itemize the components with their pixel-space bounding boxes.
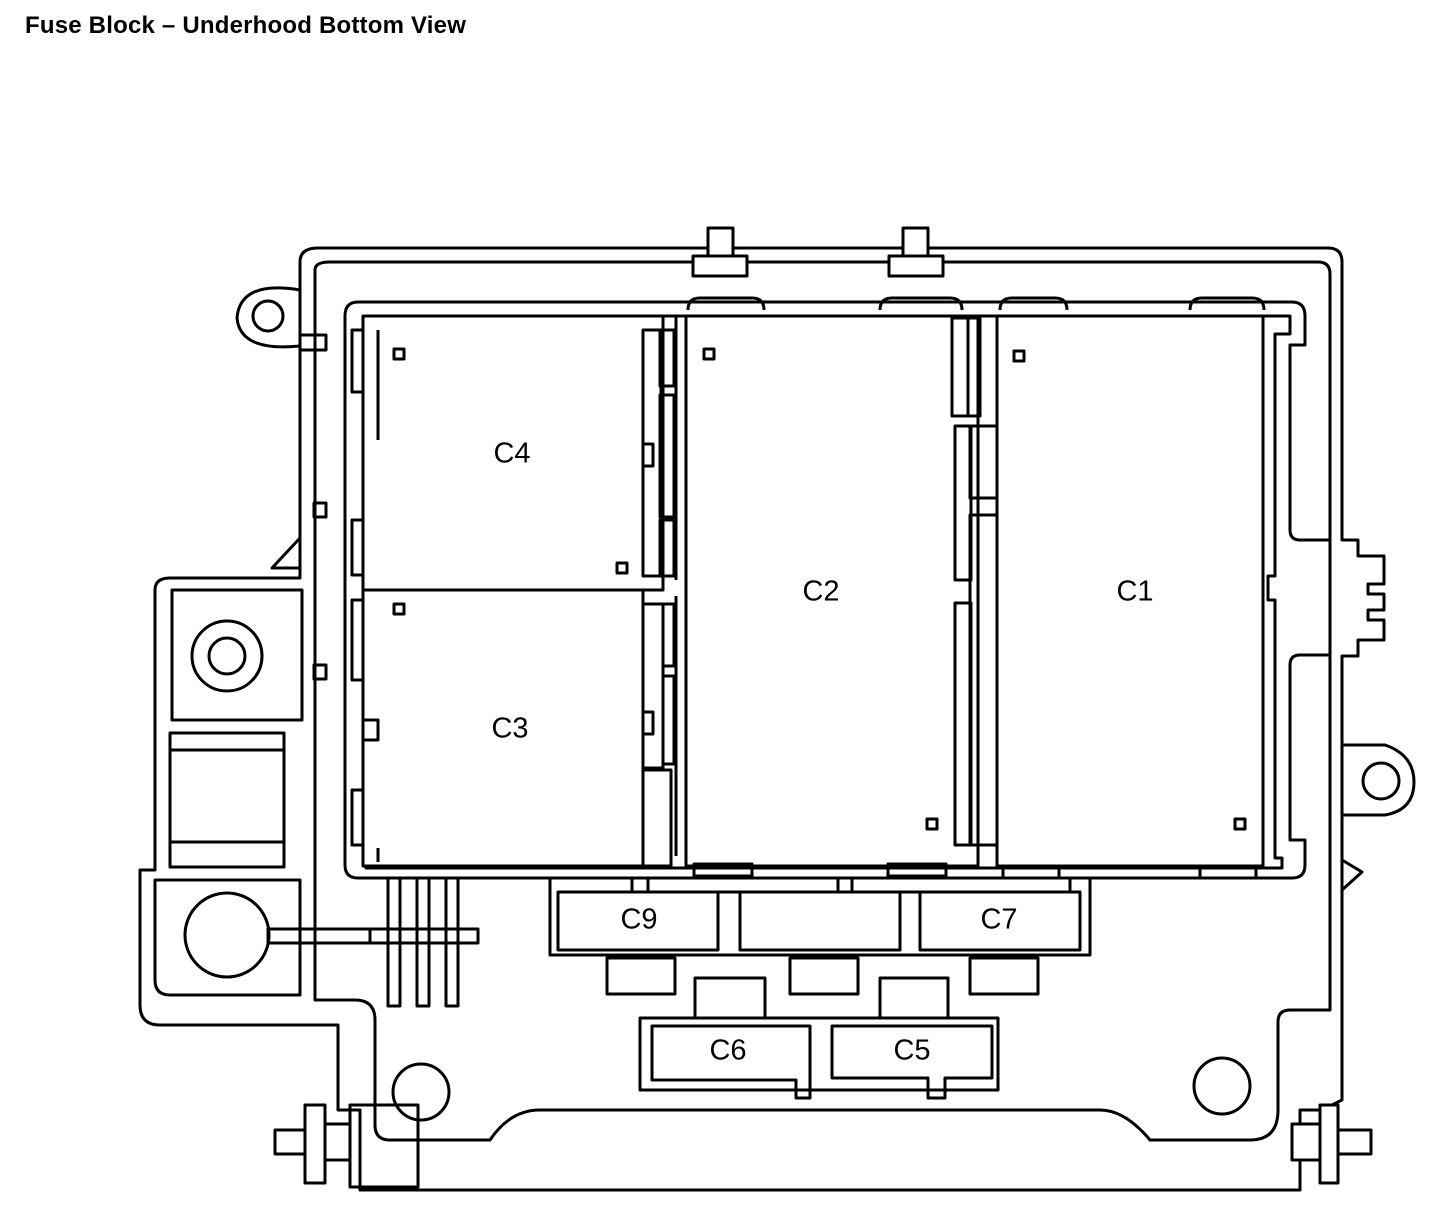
bottom-right-stud [1290,1103,1373,1185]
c3-c4-latches [641,328,676,868]
tray-top-lock-tabs [686,296,1266,311]
lower-connector-housing [548,876,1092,957]
left-locking-tabs [350,328,366,847]
left-stud-inner [207,636,247,676]
left-block-outer [168,731,286,869]
top-tab-right-base [887,254,945,278]
label-c6: C6 [709,1035,746,1067]
left-block-inner [168,748,286,844]
c2-marker-1 [702,347,716,361]
label-c5: C5 [893,1035,930,1067]
top-tab-left-post [706,226,735,258]
top-left-mounting-ear [235,286,301,349]
lower-housing-dividers [630,878,1072,894]
right-mounting-ear [1342,743,1416,817]
bottom-left-mounting-hole [391,1062,451,1122]
c4-marker-2 [615,561,629,575]
left-bracket-frame [170,588,304,722]
label-c3: C3 [491,713,528,745]
right-mounting-hole [1361,761,1401,801]
c2-marker-2 [925,817,939,831]
label-c4: C4 [493,438,530,470]
label-c9: C9 [620,904,657,936]
connector-tray [343,300,1332,880]
tray-inner [364,314,1292,870]
c4-marker-1 [392,347,406,361]
label-c2: C2 [802,576,839,608]
c3-marker [392,602,406,616]
connector-c9 [556,890,720,952]
housing-inner-outline [313,260,1332,1142]
connector-c8-unlabeled [738,890,902,952]
ground-strap [266,927,480,945]
connector-c2 [684,314,980,868]
wall-tab-1 [312,501,328,519]
connector-c7 [918,890,1082,952]
top-left-mounting-hole [251,299,285,333]
left-stud-outer [190,619,264,693]
top-left-latch [300,333,328,352]
bottom-connector-stub-left [693,976,767,1020]
c1-marker-1 [1012,349,1026,363]
bottom-connector-housing [638,1016,1000,1092]
connector-c5 [830,1024,994,1100]
left-lower-pocket [153,878,302,997]
top-tab-right-post [901,226,930,258]
tray-bottom-lock-tabs [692,862,1258,880]
c3-edge [364,718,380,862]
top-tab-left-base [691,254,749,278]
connector-c4 [361,314,665,592]
c1-marker-2 [1233,817,1247,831]
housing-outer-outline [138,246,1386,1192]
label-c1: C1 [1116,576,1153,608]
connector-c1 [995,314,1265,868]
left-bracket-wedge [270,536,302,570]
connector-c6 [650,1024,812,1100]
right-side-notch [1340,858,1364,892]
bottom-right-mounting-hole [1192,1056,1252,1116]
lower-row-stubs [605,956,1040,996]
connector-c3 [361,588,645,868]
ground-stud [183,891,271,979]
bottom-left-stud [273,1103,420,1189]
diagram-title: Fuse Block – Underhood Bottom View [25,12,467,39]
label-c7: C7 [980,904,1017,936]
bottom-connector-stub-right [878,976,950,1020]
wall-tab-2 [312,663,328,681]
